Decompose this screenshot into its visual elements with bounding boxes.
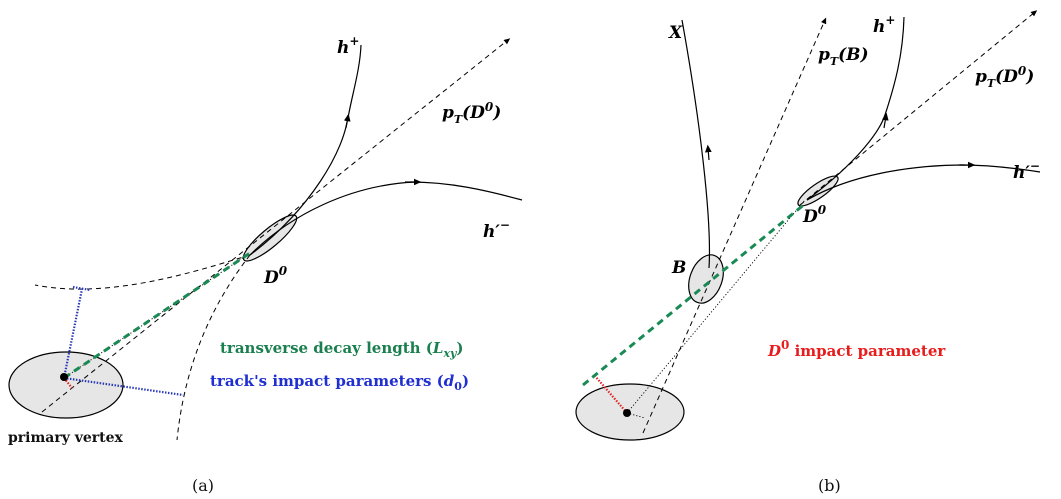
h-plus-track: [249, 114, 349, 256]
label-d0-vertex: D0: [263, 264, 288, 288]
h-plus-arrow: [343, 113, 351, 129]
d0-ip-line-1: [62, 288, 84, 379]
pt-d0-direction-line-b: [799, 10, 1038, 206]
primary-vertex-ellipse: [8, 351, 124, 419]
panel-caption-a: (a): [192, 476, 214, 495]
label-h-minus: h′−: [483, 218, 510, 242]
transverse-decay-length-line: [63, 251, 251, 380]
h-plus-backward-extrapolation: [176, 254, 251, 441]
label-h-minus-b: h′−: [1013, 159, 1040, 183]
panel-b: X pT(B) h+ pT(D0) h′− D0 B D0 impact par…: [575, 10, 1041, 495]
label-b-vertex: B: [671, 258, 686, 278]
label-x: X: [668, 23, 683, 43]
primary-vertex-point-b: [623, 409, 631, 417]
label-pt-d0: pT(D0): [442, 100, 501, 126]
h-minus-backward-extrapolation: [34, 254, 251, 290]
d0-impact-parameter-line: [594, 375, 628, 414]
pv-to-d0-dotted-b: [626, 199, 806, 414]
h-minus-track: [249, 181, 416, 256]
caption-primary-vertex: primary vertex: [8, 430, 124, 446]
label-h-plus: h+: [337, 34, 359, 58]
h-plus-arrow-b: [881, 112, 889, 129]
h-plus-track-b-upper: [883, 16, 905, 119]
h-minus-track-end: [409, 181, 523, 201]
caption-decay-length: transverse decay length (Lxy): [220, 339, 464, 360]
pt-d0-direction-line: [41, 38, 511, 413]
primary-vertex-point: [60, 373, 68, 381]
panel-a: h+ pT(D0) h′− D0 transverse decay length…: [8, 34, 523, 495]
pt-b-direction-line: [642, 17, 827, 434]
x-track: [681, 19, 711, 269]
label-pt-b: pT(B): [818, 45, 869, 68]
x-track-arrow: [705, 144, 712, 161]
d0-ip-line-2: [63, 376, 184, 397]
h-plus-track-upper: [347, 44, 362, 119]
label-h-plus-b: h+: [873, 13, 895, 37]
label-d0-vertex-b: D0: [802, 203, 827, 227]
caption-d0-impact-parameter: D0 impact parameter: [767, 338, 946, 360]
panel-caption-b: (b): [818, 476, 841, 495]
caption-track-impact-parameters: track's impact parameters (d0): [210, 372, 469, 393]
pv-small-red-ip: [63, 377, 73, 389]
h-minus-track-b: [806, 164, 966, 201]
label-pt-d0-b: pT(D0): [975, 64, 1034, 90]
